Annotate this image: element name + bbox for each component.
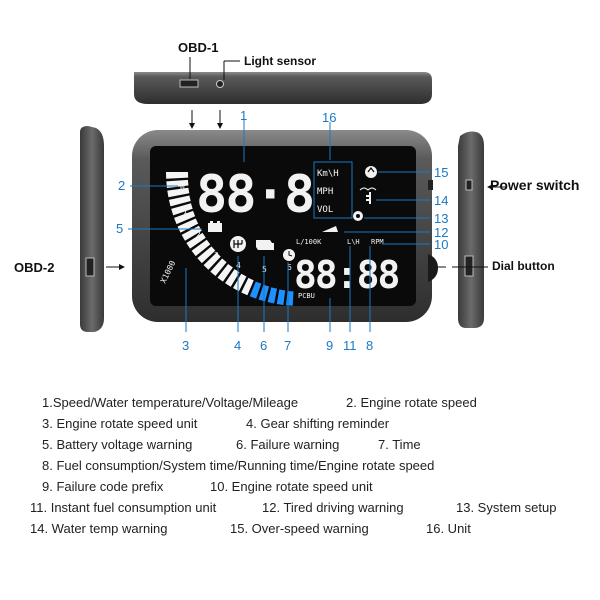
legend-item: 5. Battery voltage warning bbox=[42, 437, 193, 452]
power-switch-label: Power switch bbox=[490, 177, 579, 193]
unit-l-per-h: L\H bbox=[347, 238, 360, 246]
legend-item: 11. Instant fuel consumption unit bbox=[30, 500, 217, 515]
obd1-label: OBD-1 bbox=[178, 40, 218, 55]
legend-item: 12. Tired driving warning bbox=[262, 500, 404, 515]
callout-8: 8 bbox=[366, 338, 373, 353]
legend-row-5: 9. Failure code prefix 10. Engine rotate… bbox=[0, 476, 600, 497]
callout-13: 13 bbox=[434, 211, 448, 226]
legend-item: 16. Unit bbox=[426, 521, 471, 536]
callout-14: 14 bbox=[434, 193, 448, 208]
power-switch-icon bbox=[465, 179, 473, 191]
obd2-port-icon bbox=[85, 257, 95, 277]
obd2-label: OBD-2 bbox=[14, 260, 54, 275]
unit-l-per-100km: L/100K bbox=[296, 238, 322, 246]
callout-2: 2 bbox=[118, 178, 125, 193]
callout-7: 7 bbox=[284, 338, 291, 353]
unit-mph: MPH bbox=[317, 187, 333, 197]
legend-item: 6. Failure warning bbox=[236, 437, 340, 452]
gauge-segment bbox=[249, 281, 262, 299]
engine-failure-icon bbox=[256, 240, 274, 250]
legend-item: 8. Fuel consumption/System time/Running … bbox=[42, 458, 435, 473]
failure-code-prefix: PCBU bbox=[298, 292, 315, 300]
gauge-segment bbox=[181, 225, 202, 241]
gauge-segment bbox=[171, 203, 193, 216]
legend-row-4: 8. Fuel consumption/System time/Running … bbox=[0, 455, 600, 476]
gauge-segment bbox=[166, 172, 189, 179]
unit-rpm: RPM bbox=[371, 238, 384, 246]
bottom-digits: 88:88 bbox=[294, 253, 399, 297]
gauge-segment bbox=[210, 258, 227, 276]
battery-warning-icon bbox=[208, 221, 222, 232]
light-sensor-label: Light sensor bbox=[244, 54, 316, 68]
legend-row-1: 1.Speed/Water temperature/Voltage/Mileag… bbox=[0, 392, 600, 413]
gauge-segment bbox=[186, 232, 206, 249]
legend-row-3: 5. Battery voltage warning 6. Failure wa… bbox=[0, 434, 600, 455]
gauge-segment bbox=[191, 239, 211, 257]
gauge-segment bbox=[267, 287, 278, 304]
device-right-side-view bbox=[458, 131, 484, 328]
callout-11: 11 bbox=[343, 338, 357, 353]
gear-shift-icon bbox=[230, 236, 246, 252]
legend-item: 14. Water temp warning bbox=[30, 521, 168, 536]
callout-lines bbox=[128, 120, 430, 332]
over-speed-icon bbox=[365, 166, 377, 178]
scale-tick-0: 0 bbox=[180, 183, 185, 192]
unit-km-h: Km\H bbox=[317, 169, 339, 179]
gauge-segment bbox=[197, 246, 216, 264]
gauge-segment bbox=[233, 273, 247, 292]
callout-4: 4 bbox=[234, 338, 241, 353]
gauge-segment bbox=[241, 277, 254, 296]
device-top-view bbox=[134, 72, 432, 104]
callout-5: 5 bbox=[116, 221, 123, 236]
clock-icon bbox=[283, 249, 295, 261]
legend-row-2: 3. Engine rotate speed unit 4. Gear shif… bbox=[0, 413, 600, 434]
settings-gear-icon bbox=[353, 211, 363, 221]
callout-10: 10 bbox=[434, 237, 448, 252]
legend: 1.Speed/Water temperature/Voltage/Mileag… bbox=[0, 392, 600, 539]
legend-row-7: 14. Water temp warning 15. Over-speed wa… bbox=[0, 518, 600, 539]
legend-item: 10. Engine rotate speed unit bbox=[210, 479, 373, 494]
legend-item: 1.Speed/Water temperature/Voltage/Mileag… bbox=[42, 395, 299, 410]
legend-item: 7. Time bbox=[378, 437, 421, 452]
scale-tick-2: 2 bbox=[196, 230, 201, 239]
gauge-segment bbox=[203, 252, 221, 270]
unit-vol: VOL bbox=[317, 205, 333, 215]
legend-row-6: 11. Instant fuel consumption unit 12. Ti… bbox=[0, 497, 600, 518]
gauge-segment bbox=[217, 263, 233, 282]
scale-tick-3: 3 bbox=[214, 251, 219, 260]
legend-item: 9. Failure code prefix bbox=[42, 479, 164, 494]
dial-button-icon bbox=[464, 255, 474, 277]
callout-16: 16 bbox=[322, 110, 336, 125]
gauge-segment bbox=[168, 195, 191, 207]
callout-15: 15 bbox=[434, 165, 448, 180]
tired-driving-icon bbox=[322, 226, 338, 232]
scale-tick-1: 1 bbox=[183, 207, 188, 216]
callout-9: 9 bbox=[326, 338, 333, 353]
legend-item: 3. Engine rotate speed unit bbox=[42, 416, 198, 431]
gauge-segment bbox=[276, 289, 286, 305]
obd1-port-icon bbox=[179, 79, 199, 88]
speed-digits: 88·8 bbox=[196, 165, 313, 225]
callout-6: 6 bbox=[260, 338, 267, 353]
callout-1: 1 bbox=[240, 108, 247, 123]
water-temp-icon bbox=[359, 187, 377, 204]
gauge-segment bbox=[225, 269, 240, 287]
legend-item: 2. Engine rotate speed bbox=[346, 395, 477, 410]
legend-item: 13. System setup bbox=[456, 500, 557, 515]
gauge-segment bbox=[167, 187, 190, 198]
callout-3: 3 bbox=[182, 338, 189, 353]
gauge-segment bbox=[174, 210, 196, 225]
legend-item: 4. Gear shifting reminder bbox=[246, 416, 390, 431]
dial-button-label: Dial button bbox=[492, 259, 555, 273]
scale-tick-6: 6 bbox=[287, 263, 292, 272]
legend-item: 15. Over-speed warning bbox=[230, 521, 369, 536]
device-left-side-view bbox=[80, 126, 104, 332]
callout-12: 12 bbox=[434, 225, 448, 240]
light-sensor-icon bbox=[216, 80, 224, 88]
hud-device-diagram: OBD-1 Light sensor OBD-2 Power switch Di… bbox=[14, 40, 579, 353]
